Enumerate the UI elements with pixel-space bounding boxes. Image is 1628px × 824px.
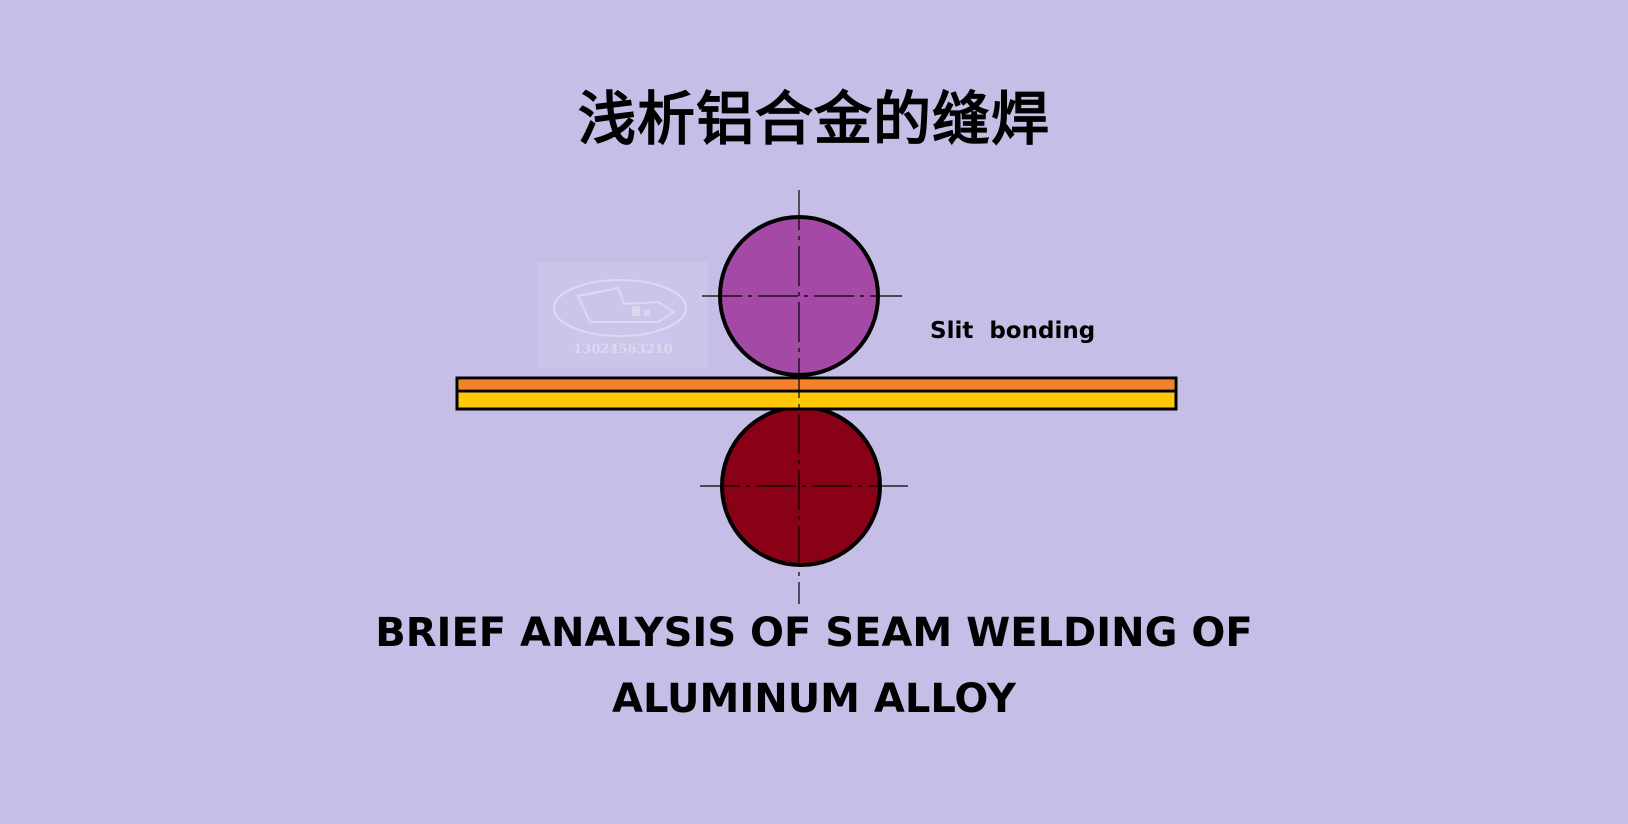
watermark-ship-icon (553, 279, 687, 337)
watermark-number: 13024563210 (573, 342, 673, 357)
english-title-line1: BRIEF ANALYSIS OF SEAM WELDING OF (375, 610, 1253, 656)
workpiece-top-sheet (459, 380, 1174, 389)
slit-bonding-label: Slit bonding (930, 318, 1096, 344)
watermark-logo: 13024563210 (538, 262, 708, 368)
lower-roller (720, 405, 882, 567)
english-title-line2: ALUMINUM ALLOY (612, 676, 1016, 722)
chinese-title: 浅析铝合金的缝焊 (577, 85, 1050, 153)
